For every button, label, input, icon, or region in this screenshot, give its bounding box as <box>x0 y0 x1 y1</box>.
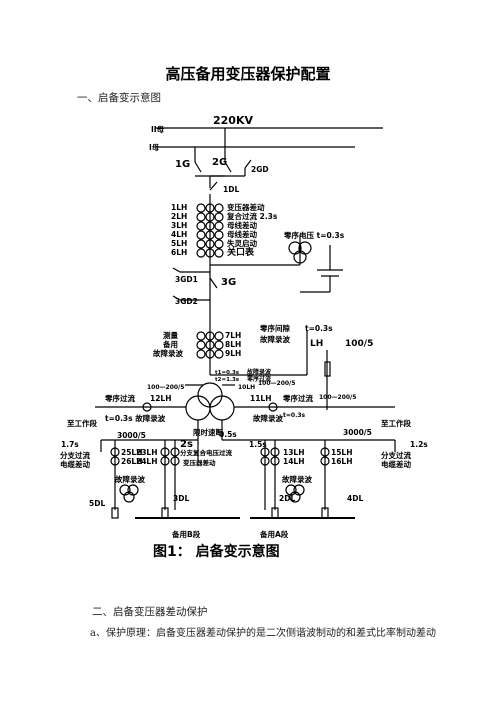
cable-diff-right-label: 电缆差动 <box>381 459 411 469</box>
ct-left-label: 2LH <box>171 212 187 221</box>
switch-2gd-label: 2GD <box>251 165 269 174</box>
switch-1g-label: 1G <box>175 159 190 170</box>
time-17-label: 1.7s <box>61 440 79 449</box>
breaker-4dl-label: 4DL <box>347 494 363 503</box>
zero-oc-right-label: 零序过流 <box>282 393 313 403</box>
time-left-label: t=0.3s 故障录波 <box>105 413 166 423</box>
bus-a-label: 备用A段 <box>259 529 289 539</box>
transformer-winding-lv-a <box>209 395 235 421</box>
ct-stack-middle <box>196 331 224 359</box>
limit-break-label: 限时速断 <box>193 427 223 437</box>
bus-b-label: 备用B段 <box>171 529 201 539</box>
to-work-left-label: 至工作段 <box>67 418 97 428</box>
ct-right-label: 母线差动 <box>227 220 257 230</box>
zero-oc-small-label: 零序过流 <box>246 375 271 383</box>
mid-right-label: 7LH <box>225 331 241 340</box>
time-2s-label: 2s <box>180 439 193 450</box>
bus-ii-label: II母 <box>151 125 165 134</box>
breaker-3dl-label: 3DL <box>173 494 189 503</box>
lh12-label: 12LH <box>150 394 172 403</box>
ct-right-label: 复合过流 2.3s <box>226 211 278 221</box>
zero-seq-voltage-label: 零序电压 t=0.3s <box>283 230 345 240</box>
ct-right-label: 关口表 <box>227 246 255 258</box>
ct-right-label: 母线差动 <box>227 229 257 239</box>
ratio-right-label: 100—200/5 <box>319 394 356 401</box>
switch-3g-label: 3G <box>221 277 236 288</box>
to-work-right-label: 至工作段 <box>381 418 411 428</box>
xfmr-diff-label: 变压器差动 <box>183 458 216 467</box>
branch-oc-left-label: 分支过流 <box>60 450 90 460</box>
gap-time-label: t=0.3s <box>305 324 333 333</box>
fault-rec-small-label: 故障录波 <box>247 368 272 376</box>
time-05-label: 0.5s <box>219 430 237 439</box>
switch-3gd1-label: 3GD1 <box>175 275 198 284</box>
standby-transformer-diagram: 220KV II母 I母 1G 2G 2GD 1DL 1LH 2LH 3LH 4… <box>60 114 428 560</box>
mid-left-label: 故障录波 <box>153 348 183 358</box>
ct-left-label: 1LH <box>171 203 187 212</box>
branch-oc-right-label: 分支过流 <box>381 450 411 460</box>
lh23-label: 23LH <box>136 448 158 457</box>
bus-i-label: I母 <box>149 143 160 152</box>
t1-label: t1=0.3s <box>215 370 240 376</box>
voltage-label: 220KV <box>213 114 253 127</box>
ratio-3000-left-label: 3000/5 <box>117 431 146 440</box>
zero-oc-left-label: 零序过流 <box>104 393 135 403</box>
lh15-label: 15LH <box>331 448 353 457</box>
pt-coil-3 <box>293 250 307 264</box>
lh26-label: 26LH <box>121 457 143 466</box>
switch-2g-label: 2G <box>212 157 227 168</box>
lh10-label: 10LH <box>238 384 255 391</box>
ct-stack-upper <box>196 203 224 258</box>
lh25-label: 25LH <box>121 448 143 457</box>
fault-rec-right-bottom-label: 故障录波 <box>282 474 312 484</box>
breaker-1dl-label: 1DL <box>223 185 239 194</box>
ct-left-label: 5LH <box>171 239 187 248</box>
time-15-label: 1.5s <box>249 440 267 449</box>
branch-composite-label: 分支复合电压过流 <box>180 448 233 457</box>
zero-gap-label: 零序间隙 <box>259 323 290 333</box>
ct-left-label: 3LH <box>171 221 187 230</box>
ct-right-label: 变压器差动 <box>227 202 265 212</box>
cable-diff-left-label: 电缆差动 <box>60 459 90 469</box>
diagram-caption: 图1： 启备变示意图 <box>153 543 280 560</box>
lh-label: LH <box>310 339 323 349</box>
ct-right-label: 失灵启动 <box>227 238 257 248</box>
transformer-winding-lv-b <box>185 395 211 421</box>
lh16-label: 16LH <box>331 457 353 466</box>
t2-label: t2=1.3s <box>215 377 240 383</box>
breaker-5dl-label: 5DL <box>89 499 105 508</box>
breaker-2dl-label: 2DL <box>279 494 295 503</box>
mid-right-label: 9LH <box>225 349 241 358</box>
ct-left-label: 6LH <box>171 248 187 257</box>
mid-left-label: 备用 <box>162 339 178 349</box>
page-title: 高压备用变压器保护配置 <box>165 65 331 83</box>
ratio-3000-right-label: 3000/5 <box>343 428 372 437</box>
mid-right-label: 8LH <box>225 340 241 349</box>
ratio-left-label: 100—200/5 <box>147 384 184 391</box>
lh13-label: 13LH <box>283 448 305 457</box>
section-heading-1: 一、启备变示意图 <box>77 92 161 104</box>
fault-rec-left-bottom-label: 故障录波 <box>115 474 145 484</box>
section-heading-2: 二、启备变压器差动保护 <box>92 606 208 618</box>
lh24-label: 24LH <box>136 457 158 466</box>
time-right-label: t=0.3s <box>283 412 306 419</box>
ct-left-label: 4LH <box>171 230 187 239</box>
lh14-label: 14LH <box>283 457 305 466</box>
gap-fault-label: 故障录波 <box>260 334 290 344</box>
transformer-winding-hv <box>197 382 223 408</box>
fault-rec-right-label: 故障录波 <box>253 413 283 423</box>
mid-left-label: 测量 <box>163 330 178 340</box>
ratio-mid-label: 100—200/5 <box>258 380 295 387</box>
time-12-label: 1.2s <box>410 440 428 449</box>
lh-ratio-label: 100/5 <box>345 339 373 349</box>
paragraph-principle: a、保护原理：启备变压器差动保护的是二次侧谐波制动的和差式比率制动差动 <box>90 628 436 639</box>
switch-3gd2-label: 3GD2 <box>175 297 198 306</box>
lh11-label: 11LH <box>250 394 272 403</box>
